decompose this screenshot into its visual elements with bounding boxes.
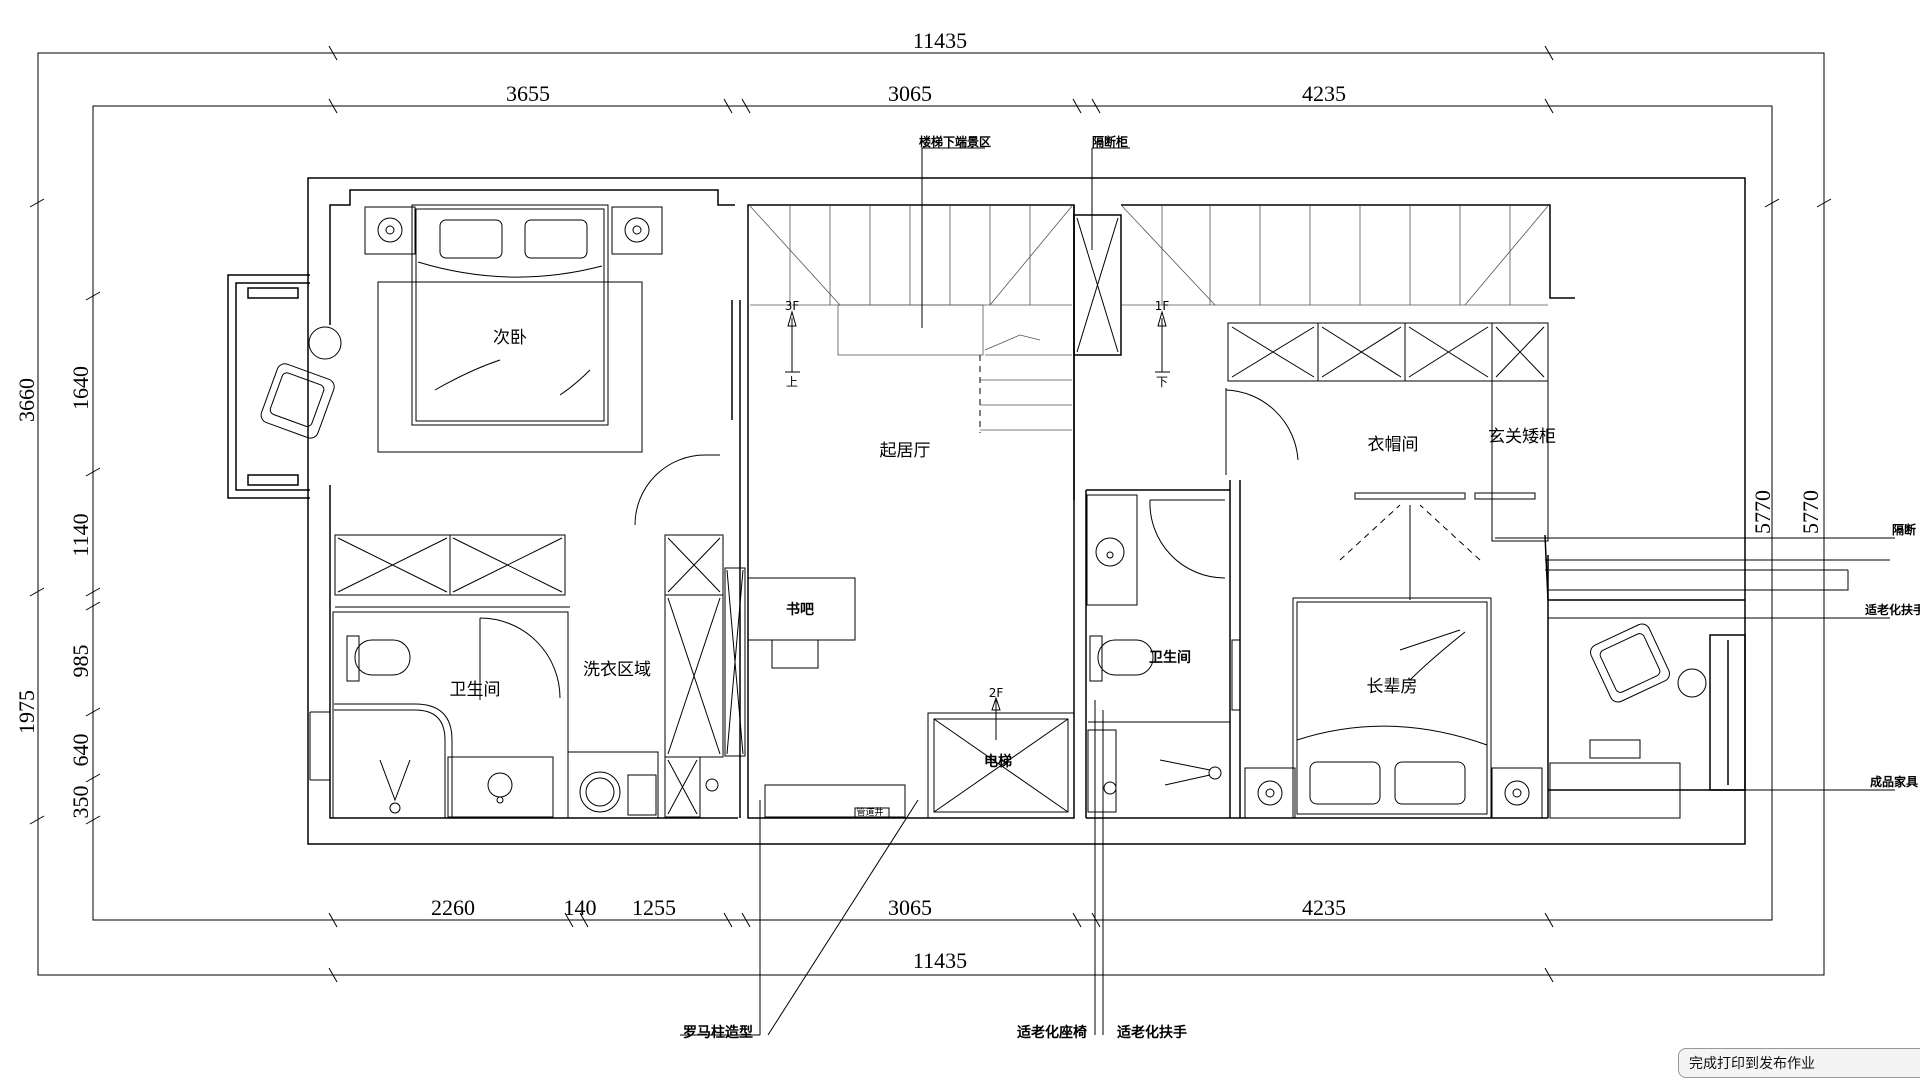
top-dimension-ticks	[328, 45, 1554, 983]
label-partition-cabinet: 隔断柜	[1092, 134, 1128, 149]
second-bedroom-furniture	[260, 204, 663, 453]
stair-up-floor: 3F	[785, 299, 800, 313]
dim-right-b: 5770	[1798, 490, 1823, 534]
leader-lines	[680, 147, 1895, 1036]
dim-top-seg-1: 3655	[506, 81, 550, 106]
dim-left-total-lower: 1975	[14, 690, 39, 734]
dim-total-bottom: 11435	[913, 948, 967, 973]
study-bar	[747, 577, 856, 669]
label-elder-handrail-right: 适老化扶手	[1865, 602, 1920, 617]
dim-bottom-seg-3: 1255	[632, 895, 676, 920]
stair-down-arrow	[1155, 310, 1170, 373]
dim-top-seg-2: 3065	[888, 81, 932, 106]
print-status-toast[interactable]: 完成打印到发布作业	[1678, 1048, 1920, 1078]
dim-bottom-seg-4: 3065	[888, 895, 932, 920]
elevator	[927, 696, 1075, 819]
right-bathroom-fixtures	[1086, 494, 1241, 813]
toast-text: 完成打印到发布作业	[1689, 1056, 1815, 1072]
room-entry-cabinet: 玄关矮柜	[1488, 427, 1556, 447]
room-laundry: 洗衣区域	[583, 660, 651, 680]
label-elder-seat: 适老化座椅	[1017, 1024, 1087, 1041]
stair-up-label: 上	[786, 375, 798, 389]
dim-top-seg-3: 4235	[1302, 81, 1346, 106]
left-dimension-ticks	[29, 198, 1832, 825]
label-finished-furniture: 成品家具	[1870, 774, 1918, 789]
outer-dimension-frame	[37, 52, 1825, 976]
dim-left-seg-3: 985	[68, 645, 93, 678]
room-second-bedroom: 次卧	[493, 328, 527, 348]
inner-dimension-frame	[92, 105, 1773, 921]
label-partition: 隔断	[1892, 522, 1916, 537]
room-bathroom-right: 卫生间	[1149, 649, 1191, 666]
left-bathroom-fixtures	[309, 611, 569, 819]
dim-left-seg-2: 1140	[68, 513, 93, 556]
room-elder-room: 长辈房	[1367, 677, 1418, 697]
label-elder-handrail-bottom: 适老化扶手	[1117, 1024, 1187, 1041]
walls	[227, 189, 1746, 819]
room-elevator: 电梯	[984, 753, 1012, 770]
label-under-stair: 楼梯下端景区	[919, 134, 991, 149]
elevator-floor: 2F	[989, 686, 1004, 700]
stairs-left	[749, 205, 1073, 433]
elder-room-furniture	[1244, 559, 1890, 819]
room-living-room: 起居厅	[880, 441, 931, 461]
dim-left-seg-4: 640	[68, 734, 93, 767]
dim-bottom-seg-5: 4235	[1302, 895, 1346, 920]
room-bathroom-left: 卫生间	[450, 680, 501, 700]
cloakroom-wardrobe	[1225, 322, 1549, 600]
stair-down-floor: 1F	[1155, 299, 1170, 313]
wardrobe-left	[334, 534, 570, 608]
stairs-right	[1121, 205, 1549, 306]
dim-right-a: 5770	[1750, 490, 1775, 534]
building-outline	[307, 177, 1746, 845]
dim-bottom-seg-1: 2260	[431, 895, 475, 920]
partition-cabinet-x	[1076, 217, 1119, 353]
stair-up-arrow	[785, 310, 800, 373]
pipe-shaft	[764, 784, 906, 819]
dim-left-total: 3660	[14, 378, 39, 422]
dim-left-seg-1: 1640	[68, 366, 93, 410]
laundry-area	[567, 454, 746, 819]
dim-total-top: 11435	[913, 28, 967, 53]
room-cloakroom: 衣帽间	[1368, 435, 1419, 455]
room-study-bar: 书吧	[786, 601, 814, 618]
stair-down-label: 下	[1156, 375, 1168, 389]
dim-bottom-seg-2: 140	[564, 895, 597, 920]
label-roman-column: 罗马柱造型	[683, 1024, 753, 1041]
label-pipe-shaft: 管道井	[856, 806, 883, 818]
dim-left-seg-5: 350	[68, 786, 93, 819]
